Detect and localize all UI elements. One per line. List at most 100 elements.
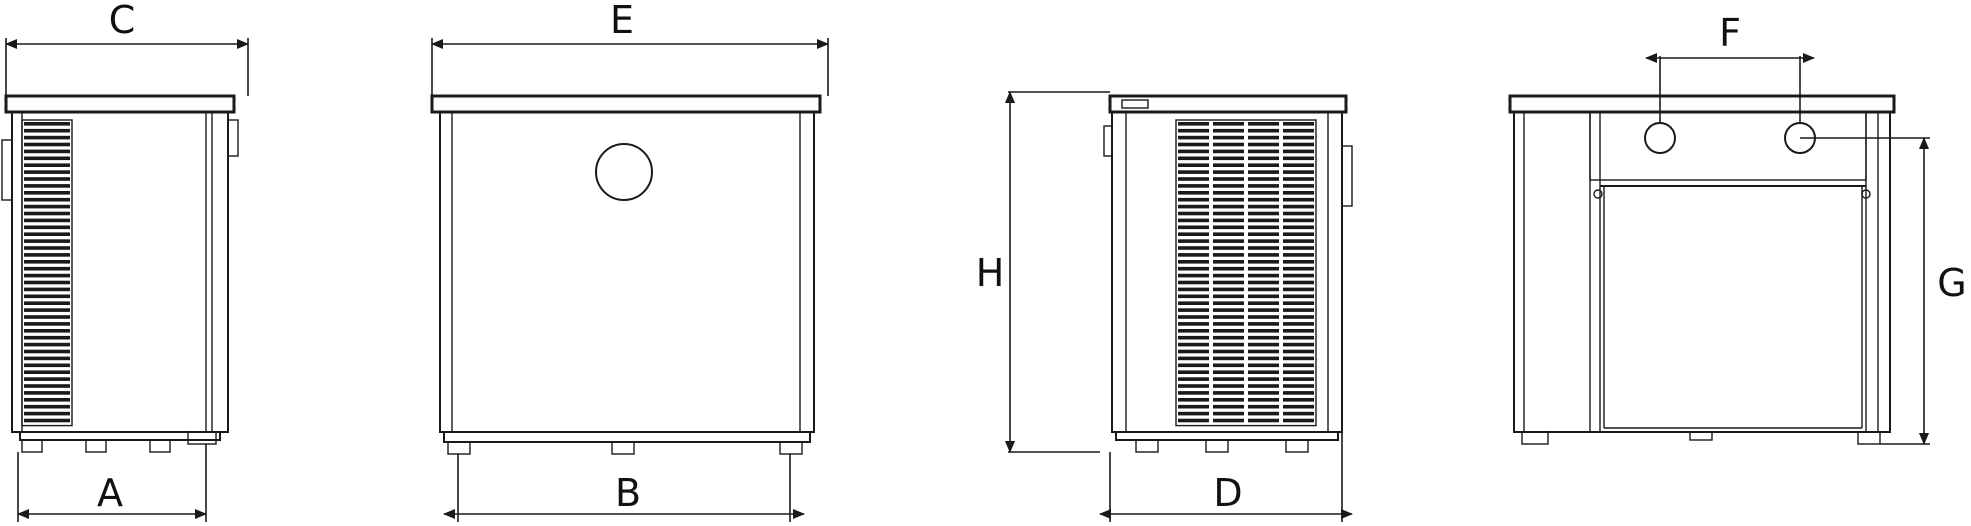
louver-slot	[1178, 301, 1209, 305]
dimension-label-b: B	[615, 471, 641, 515]
louver-slot	[1248, 232, 1279, 236]
louver-slot	[1283, 280, 1314, 285]
louver-slot	[1178, 122, 1209, 126]
louver-slot	[1283, 218, 1314, 223]
louver-slot	[1213, 211, 1244, 216]
louver-slot	[1283, 177, 1314, 181]
louver-slot	[1213, 377, 1244, 381]
louver-slot	[1248, 253, 1279, 257]
louver-slot	[1213, 370, 1244, 374]
dimension-lines	[5, 38, 1930, 522]
louver-slot	[1213, 349, 1244, 354]
louver-slot	[1283, 322, 1314, 326]
louver-slot	[1178, 411, 1209, 416]
louver-slot	[1248, 377, 1279, 381]
louver-slot	[1213, 239, 1244, 243]
louver-slot	[1178, 197, 1209, 202]
louver-slot	[1213, 163, 1244, 167]
louver-slot	[1178, 170, 1209, 174]
louver-slot	[24, 142, 70, 147]
louver-slot	[24, 398, 70, 402]
louver-slot	[1248, 128, 1279, 133]
connection-side-view	[1508, 94, 1896, 445]
louver-slot	[24, 294, 70, 299]
louver-slot	[1213, 184, 1244, 188]
louver-slot	[1213, 225, 1244, 230]
louver-slot	[1248, 329, 1279, 333]
louver-slot	[1213, 273, 1244, 278]
louver-slot	[24, 191, 70, 195]
louver-slot	[1178, 128, 1209, 133]
louver-slot	[24, 163, 70, 167]
louver-slot	[24, 156, 70, 161]
louver-slot	[1178, 149, 1209, 154]
louver-slot	[1248, 287, 1279, 292]
louver-slot	[1283, 204, 1314, 209]
dimension-label-d: D	[1213, 471, 1242, 515]
louver-slot	[24, 135, 70, 140]
louver-slot	[1248, 391, 1279, 395]
louver-slot	[1283, 156, 1314, 161]
louver-slot	[1178, 273, 1209, 278]
louver-slot	[1178, 329, 1209, 333]
louver-slot	[1178, 142, 1209, 147]
louver-slot	[1178, 287, 1209, 292]
louver-slot	[1283, 287, 1314, 292]
louver-slot	[24, 384, 70, 388]
louver-slot	[1283, 335, 1314, 340]
dimension-label-a: A	[97, 471, 123, 515]
louver-slot	[1283, 239, 1314, 243]
louver-slot	[1213, 232, 1244, 236]
louver-slot	[1213, 301, 1244, 305]
louver-slot	[24, 391, 70, 395]
louver-slot	[1248, 294, 1279, 299]
louver-slot	[1283, 301, 1314, 305]
louver-slot	[1283, 384, 1314, 388]
louver-slot	[1213, 342, 1244, 347]
louver-slot	[1178, 184, 1209, 188]
louver-slot	[24, 170, 70, 174]
louver-slot	[24, 370, 70, 374]
louver-slot	[1248, 280, 1279, 285]
louver-slot	[1178, 246, 1209, 250]
louver-slot	[1213, 391, 1244, 395]
louver-slot	[1248, 322, 1279, 326]
louver-slot	[1213, 253, 1244, 257]
louver-slot	[1178, 177, 1209, 181]
louver-slot	[1178, 156, 1209, 161]
louver-slot	[24, 404, 70, 409]
louver-slot	[1178, 363, 1209, 368]
front-view-grille	[1103, 94, 1353, 453]
louver-slot	[1178, 418, 1209, 423]
louver-slot	[1213, 404, 1244, 409]
louver-slot	[24, 322, 70, 326]
louver-slot	[1178, 218, 1209, 223]
louver-slot	[24, 356, 70, 361]
louver-slot	[24, 329, 70, 333]
louver-slot	[1178, 225, 1209, 230]
louver-slot	[1213, 384, 1244, 388]
louver-slot	[1283, 163, 1314, 167]
louver-slot	[1283, 266, 1314, 271]
louver-slot	[1178, 204, 1209, 209]
side-view-grille	[1, 94, 239, 453]
louver-slot	[1248, 266, 1279, 271]
louver-slot	[1283, 184, 1314, 188]
louver-slot	[1178, 260, 1209, 264]
louver-slot	[1248, 308, 1279, 312]
louver-slot	[24, 287, 70, 292]
louver-slot	[1248, 170, 1279, 174]
side-louver-slots	[21, 119, 73, 427]
louver-slot	[1283, 315, 1314, 319]
louver-slot	[1248, 239, 1279, 243]
louver-slot	[1283, 135, 1314, 140]
louver-slot	[24, 308, 70, 312]
louver-slot	[24, 315, 70, 319]
louver-slot	[1213, 177, 1244, 181]
louver-slot	[1178, 384, 1209, 388]
louver-slot	[1213, 411, 1244, 416]
louver-slot	[1248, 301, 1279, 305]
louver-slot	[1178, 398, 1209, 402]
louver-slot	[1248, 177, 1279, 181]
